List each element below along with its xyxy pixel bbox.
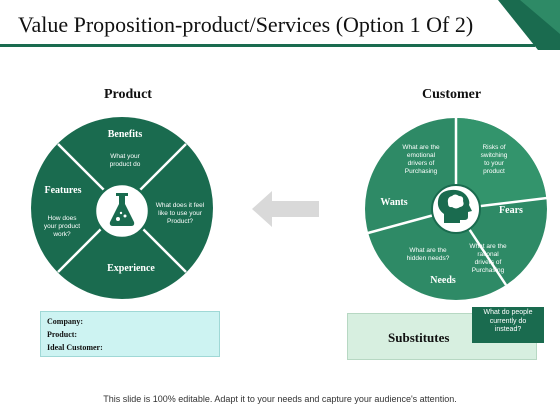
slide-title: Value Proposition-product/Services (Opti… xyxy=(18,12,474,37)
footer-note: This slide is 100% editable. Adapt it to… xyxy=(103,394,457,404)
benefits-text-line-1: What your xyxy=(110,153,140,160)
rational-text-line-2: rational xyxy=(477,251,499,258)
feel-text-line-2: like to use your xyxy=(158,210,203,217)
risks-text-line-1: Risks of xyxy=(482,144,505,151)
substitutes-tip-line-2: currently do xyxy=(489,317,527,325)
features-text-line-1: How does xyxy=(48,215,78,222)
product-info-box: Company: Product: Ideal Customer: xyxy=(40,311,220,357)
wants-label: Wants xyxy=(380,197,407,208)
emotional-text-line-1: What are the xyxy=(402,144,440,151)
title-underline xyxy=(0,44,535,47)
fears-label: Fears xyxy=(499,205,523,216)
substitutes-tip-line-1: What do people xyxy=(483,309,533,316)
rational-text-line-3: drivers of xyxy=(475,259,502,266)
ideal-customer-label: Ideal Customer: xyxy=(47,343,103,352)
substitutes-label: Substitutes xyxy=(388,330,450,345)
flask-icon xyxy=(109,193,135,226)
corner-decoration xyxy=(498,0,560,50)
risks-text-line-3: to your xyxy=(484,160,505,167)
features-text-line-2: your product xyxy=(44,223,80,230)
head-brain-icon xyxy=(437,189,472,223)
customer-heading: Customer xyxy=(422,87,482,102)
product-wheel: Benefits What your product do Features H… xyxy=(31,117,213,299)
feel-text-line-1: What does it feel xyxy=(156,202,205,209)
risks-text-line-4: product xyxy=(483,168,505,175)
benefits-label: Benefits xyxy=(108,129,143,140)
benefits-text-line-2: product do xyxy=(110,161,141,168)
rational-text-line-4: Purchasing xyxy=(472,267,505,274)
rational-text-line-1: What are the xyxy=(469,243,507,250)
hidden-needs-text-line-1: What are the xyxy=(409,247,447,254)
left-arrow-icon xyxy=(252,191,319,227)
experience-label: Experience xyxy=(107,263,155,274)
features-label: Features xyxy=(44,185,81,196)
emotional-text-line-2: emotional xyxy=(407,152,436,159)
company-label: Company: xyxy=(47,317,84,326)
emotional-text-line-3: drivers of xyxy=(408,160,435,167)
substitutes-tip-line-3: instead? xyxy=(494,326,522,333)
customer-wheel: What are the emotional drivers of Purcha… xyxy=(365,117,548,300)
emotional-text-line-4: Purchasing xyxy=(405,168,438,175)
needs-label: Needs xyxy=(430,275,456,286)
feel-text-line-3: Product? xyxy=(167,218,193,225)
hidden-needs-text-line-2: hidden needs? xyxy=(407,255,450,262)
substitutes-tip: What do people currently do instead? xyxy=(472,307,544,343)
features-text-line-3: work? xyxy=(52,231,71,238)
risks-text-line-2: switching xyxy=(481,152,508,159)
product-heading: Product xyxy=(104,87,152,102)
product-label: Product: xyxy=(47,330,78,339)
